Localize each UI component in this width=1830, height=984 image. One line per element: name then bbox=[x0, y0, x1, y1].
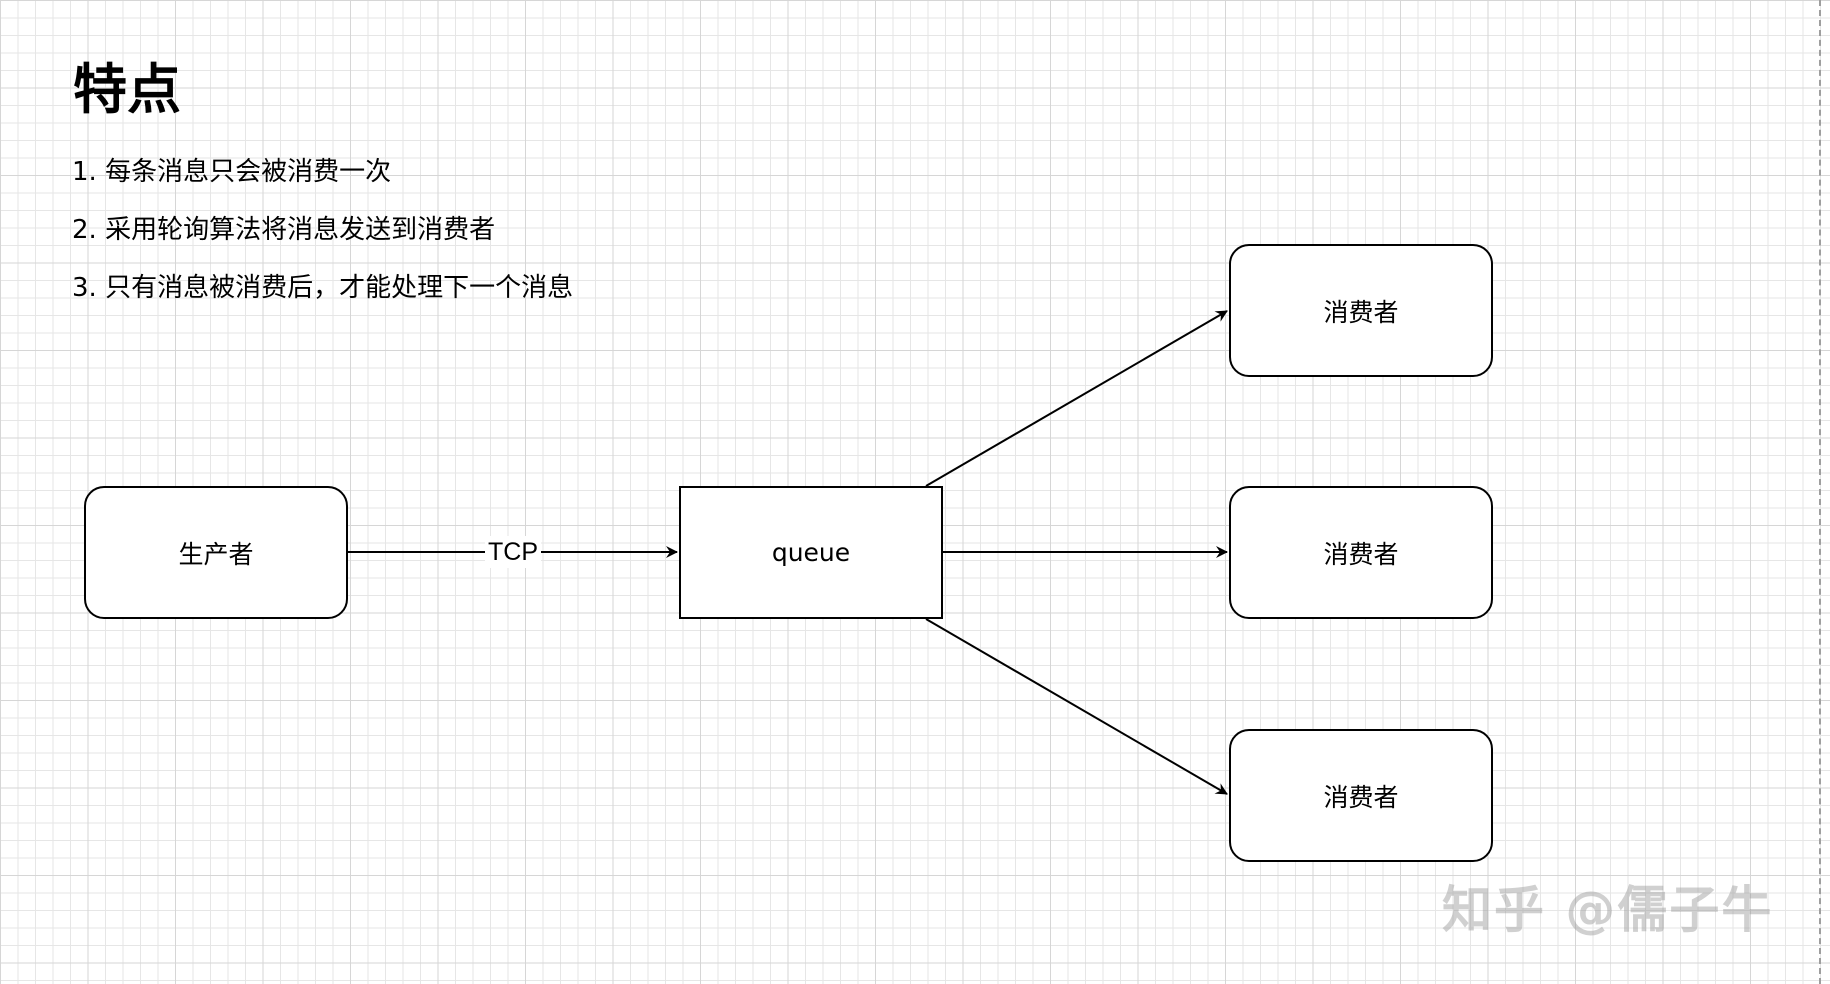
producer-node[interactable]: 生产者 bbox=[84, 486, 348, 619]
producer-label: 生产者 bbox=[178, 539, 254, 569]
edge-queue-to-consumer-3[interactable] bbox=[925, 618, 1228, 795]
consumer-node-2[interactable]: 消费者 bbox=[1229, 486, 1493, 619]
consumer-label-3: 消费者 bbox=[1323, 782, 1399, 812]
consumer-label-1: 消费者 bbox=[1323, 297, 1399, 327]
feature-note-2: 2. 采用轮询算法将消息发送到消费者 bbox=[72, 215, 496, 245]
consumer-label-2: 消费者 bbox=[1323, 539, 1399, 569]
feature-note-1: 1. 每条消息只会被消费一次 bbox=[72, 157, 392, 187]
consumer-node-3[interactable]: 消费者 bbox=[1229, 729, 1493, 862]
edge-label-background bbox=[485, 536, 541, 568]
consumer-node-1[interactable]: 消费者 bbox=[1229, 244, 1493, 377]
edge-queue-to-consumer-1[interactable] bbox=[925, 310, 1228, 487]
feature-note-3: 3. 只有消息被消费后，才能处理下一个消息 bbox=[72, 273, 574, 303]
queue-label: queue bbox=[771, 538, 851, 567]
page-title: 特点 bbox=[73, 58, 181, 121]
edge-label-tcp[interactable]: TCP bbox=[488, 538, 538, 566]
page-boundary bbox=[1819, 0, 1821, 984]
queue-node[interactable]: queue bbox=[679, 486, 943, 619]
watermark: 知乎 @儒子牛 bbox=[1442, 881, 1774, 939]
